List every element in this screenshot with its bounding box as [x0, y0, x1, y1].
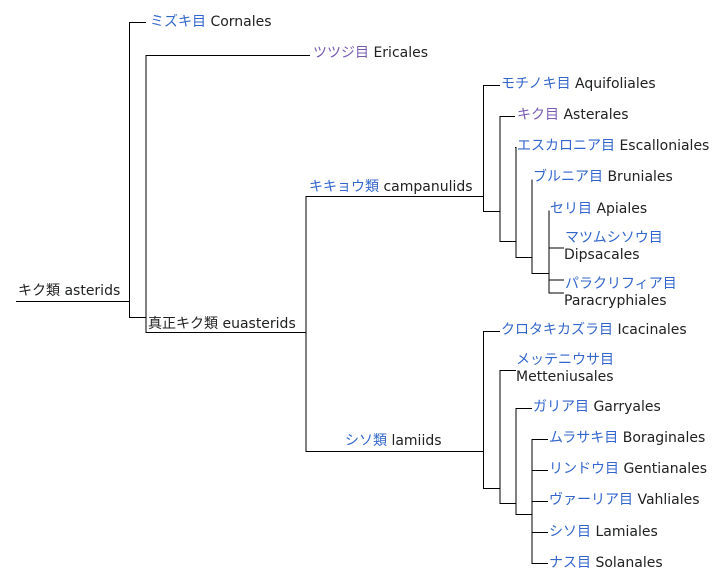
metteniusales-en: Metteniusales	[516, 369, 614, 385]
label-paracryphiales: パラクリフィア目 Paracryphiales	[564, 276, 677, 310]
gentianales-en: Gentianales	[623, 461, 707, 477]
branch-bruniales-etc	[531, 179, 549, 274]
label-icacinales: クロタキカズラ目 Icacinales	[501, 322, 687, 339]
label-campanulids: キキョウ類 campanulids	[309, 179, 473, 196]
vahliales-en: Vahliales	[637, 492, 700, 508]
lamiales-link[interactable]: シソ目	[549, 524, 591, 540]
asterids-en: asterids	[64, 283, 121, 299]
branch-escalloniales-etc	[515, 147, 532, 258]
label-lamiids: シソ類 lamiids	[345, 433, 442, 450]
campanulids-en: campanulids	[383, 179, 473, 195]
label-boraginales: ムラサキ目 Boraginales	[549, 430, 705, 447]
label-vahliales: ヴァーリア目 Vahliales	[549, 492, 700, 509]
boraginales-link[interactable]: ムラサキ目	[549, 430, 619, 446]
garryales-link[interactable]: ガリア目	[533, 399, 589, 415]
label-cornales: ミズキ目 Cornales	[150, 14, 272, 31]
gentianales-link[interactable]: リンドウ目	[549, 461, 619, 477]
asterales-en: Asterales	[563, 107, 629, 123]
label-garryales: ガリア目 Garryales	[533, 399, 661, 416]
asterids-ja: キク類	[18, 283, 60, 299]
label-asterids: キク類 asterids	[18, 283, 120, 300]
cornales-en: Cornales	[210, 14, 272, 30]
boraginales-en: Boraginales	[622, 430, 706, 446]
label-dipsacales: マツムシソウ目 Dipsacales	[564, 230, 663, 264]
escalloniales-link[interactable]: エスカロニア目	[517, 138, 615, 154]
solanales-link[interactable]: ナス目	[549, 555, 591, 571]
dipsacales-en: Dipsacales	[564, 247, 640, 263]
cornales-link[interactable]: ミズキ目	[150, 14, 206, 30]
asterales-link[interactable]: キク目	[517, 107, 559, 123]
campanulids-link[interactable]: キキョウ類	[309, 179, 379, 195]
branch-core-lamiids	[531, 439, 548, 564]
label-ericales: ツツジ目 Ericales	[313, 45, 428, 62]
garryales-en: Garryales	[593, 399, 661, 415]
bruniales-link[interactable]: ブルニア目	[533, 169, 603, 185]
branch-apiales-etc	[548, 210, 564, 281]
euasterids-en: euasterids	[222, 316, 296, 332]
label-euasterids: 真正キク類 euasterids	[148, 316, 296, 333]
vahliales-link[interactable]: ヴァーリア目	[549, 492, 633, 508]
label-aquifoliales: モチノキ目 Aquifoliales	[501, 76, 656, 93]
branch-lamiids	[483, 331, 500, 489]
aquifoliales-en: Aquifoliales	[575, 76, 656, 92]
label-apiales: セリ目 Apiales	[550, 201, 647, 218]
lamiids-link[interactable]: シソ類	[345, 433, 387, 449]
apiales-en: Apiales	[596, 201, 648, 217]
metteniusales-link[interactable]: メッテニウサ目	[516, 352, 614, 368]
label-asterales: キク目 Asterales	[517, 107, 629, 124]
label-bruniales: ブルニア目 Bruniales	[533, 169, 673, 186]
paracryphiales-en: Paracryphiales	[564, 293, 667, 309]
label-lamiales: シソ目 Lamiales	[549, 524, 658, 541]
ericales-en: Ericales	[373, 45, 429, 61]
icacinales-en: Icacinales	[617, 322, 687, 338]
lamiales-en: Lamiales	[595, 524, 658, 540]
solanales-en: Solanales	[595, 555, 663, 571]
branch-dipsacales-paracryphiales	[548, 247, 564, 294]
label-solanales: ナス目 Solanales	[549, 555, 663, 572]
label-gentianales: リンドウ目 Gentianales	[549, 461, 707, 478]
label-escalloniales: エスカロニア目 Escalloniales	[517, 138, 709, 155]
branch-garryales-etc	[515, 408, 532, 515]
dipsacales-link[interactable]: マツムシソウ目	[565, 230, 663, 246]
branch-campanulids-lamiids	[305, 196, 484, 452]
apiales-link[interactable]: セリ目	[550, 201, 592, 217]
paracryphiales-link[interactable]: パラクリフィア目	[565, 276, 677, 292]
aquifoliales-link[interactable]: モチノキ目	[501, 76, 571, 92]
ericales-link[interactable]: ツツジ目	[313, 45, 369, 61]
icacinales-link[interactable]: クロタキカズラ目	[501, 322, 613, 338]
branch-euasterids	[145, 55, 310, 333]
label-metteniusales: メッテニウサ目 Metteniusales	[516, 352, 614, 386]
branch-asterids	[16, 22, 146, 318]
lamiids-en: lamiids	[391, 433, 442, 449]
escalloniales-en: Escalloniales	[619, 138, 710, 154]
bruniales-en: Bruniales	[607, 169, 673, 185]
branch-asterales-etc	[499, 116, 516, 242]
euasterids-ja: 真正キク類	[148, 316, 218, 332]
branch-metteniusales-etc	[499, 370, 516, 504]
branch-campanulids	[483, 85, 500, 212]
